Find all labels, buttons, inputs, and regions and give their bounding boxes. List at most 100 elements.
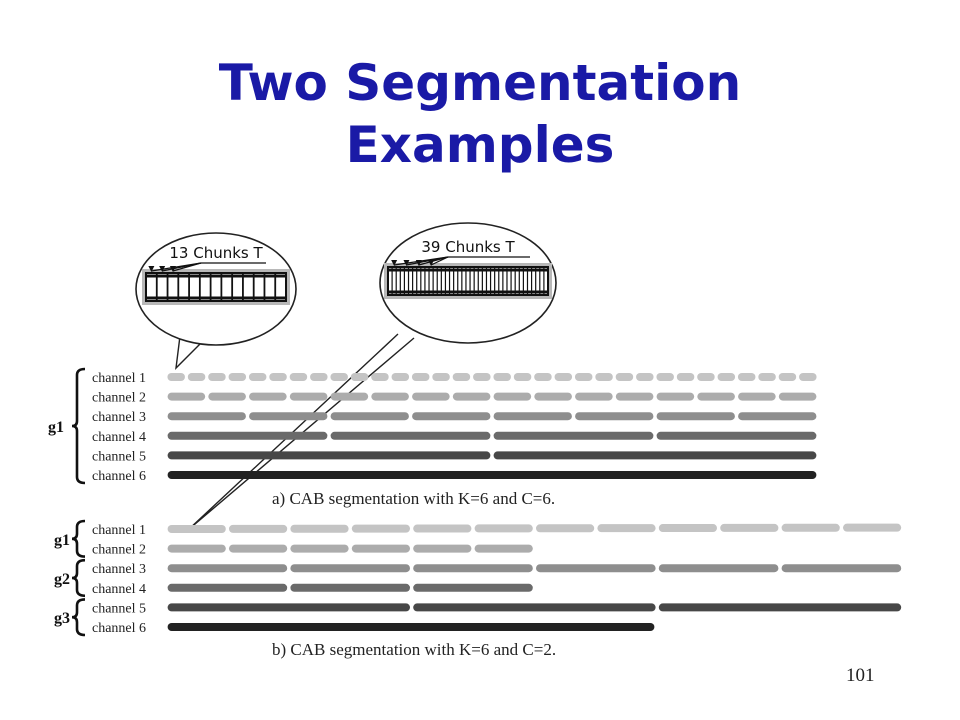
channel-segment	[738, 392, 776, 401]
channel-segment	[413, 524, 472, 533]
chunk-arrowhead	[148, 266, 155, 272]
channel-segment	[474, 544, 533, 553]
group-brace	[71, 367, 86, 485]
channel-label: channel 3	[92, 562, 146, 577]
channel-label: channel 2	[92, 543, 146, 558]
channel-segment	[676, 373, 695, 381]
panel-caption: b) CAB segmentation with K=6 and C=2.	[272, 640, 556, 659]
channel-segment	[597, 524, 656, 533]
channel-3-segments	[167, 412, 817, 421]
channel-segment	[167, 373, 185, 381]
group-brace	[71, 598, 86, 637]
chunk-arrowhead	[169, 266, 176, 272]
channel-segment	[412, 412, 491, 421]
channel-segment	[412, 392, 450, 401]
panels: channel 1 channel 2 channel 3 channel 4 chan…	[48, 367, 902, 659]
channel-segment	[595, 373, 613, 381]
channel-segment	[843, 523, 902, 532]
channel-segment	[167, 412, 246, 421]
channel-segment	[656, 431, 817, 440]
channel-segment	[413, 583, 533, 592]
panel-caption: a) CAB segmentation with K=6 and C=6.	[272, 489, 555, 508]
channel-segment	[513, 373, 532, 381]
channel-label: channel 1	[92, 371, 146, 386]
channel-segment	[167, 451, 491, 460]
channel-segment	[658, 603, 902, 612]
channel-segment	[167, 471, 817, 479]
group-label: g3	[54, 610, 70, 627]
channel-segment	[493, 373, 511, 381]
group-label: g2	[54, 571, 70, 588]
channel-5-segments	[167, 603, 902, 612]
channel-segment	[778, 373, 797, 381]
channel-segment	[534, 373, 552, 381]
chunk-arrowhead	[159, 266, 166, 272]
channel-segment	[187, 373, 206, 381]
channel-segment	[656, 412, 735, 421]
channel-segment	[167, 564, 288, 573]
channel-segment	[658, 564, 779, 573]
channel-6-segments	[167, 471, 817, 479]
channel-label: channel 4	[92, 430, 146, 445]
channel-2-segments	[167, 544, 533, 553]
channel-segment	[658, 524, 717, 533]
channel-segment	[289, 392, 328, 401]
channel-segment	[330, 392, 369, 401]
chunk-arrowhead	[415, 260, 422, 266]
channel-6-segments	[167, 623, 655, 631]
channel-segment	[290, 583, 410, 592]
channel-label: channel 6	[92, 469, 146, 484]
channel-segment	[290, 544, 349, 553]
channel-label: channel 5	[92, 449, 146, 464]
channel-segment	[350, 373, 369, 381]
channel-segment	[615, 392, 654, 401]
channel-segment	[493, 451, 817, 460]
channel-segment	[534, 392, 572, 401]
chunk-arrow	[172, 262, 202, 272]
channel-4-segments	[167, 431, 817, 440]
channel-segment	[413, 603, 656, 612]
channel-segment	[493, 431, 654, 440]
channel-segment	[778, 392, 817, 401]
channel-segment	[371, 373, 389, 381]
channel-segment	[208, 373, 226, 381]
channel-2-segments	[167, 392, 817, 401]
channel-segment	[781, 523, 840, 532]
channel-segment	[656, 392, 695, 401]
channel-segment	[289, 373, 308, 381]
callout-label: 39 Chunks T	[421, 238, 515, 256]
channel-segment	[493, 412, 572, 421]
page-number: 101	[846, 665, 875, 686]
chunk-strip	[145, 272, 287, 302]
channel-segment	[636, 373, 654, 381]
channel-segment	[432, 373, 450, 381]
channel-segment	[208, 392, 246, 401]
channel-label: channel 6	[92, 621, 146, 636]
channel-segment	[167, 603, 410, 612]
chunk-arrowhead	[403, 260, 410, 266]
chunk-arrow	[430, 256, 449, 266]
channel-segment	[167, 583, 288, 592]
channel-segment	[575, 392, 613, 401]
channel-label: channel 5	[92, 601, 146, 616]
channel-segment	[229, 544, 288, 553]
channel-segment	[290, 564, 410, 573]
channel-segment	[411, 373, 430, 381]
channel-segment	[351, 544, 410, 553]
channel-5-segments	[167, 451, 817, 460]
channel-segment	[413, 544, 472, 553]
channel-segment	[615, 373, 634, 381]
callout-label: 13 Chunks T	[169, 244, 263, 262]
channel-segment	[351, 524, 410, 533]
channel-4-segments	[167, 583, 533, 592]
group-label: g1	[48, 419, 64, 436]
channel-segment	[717, 373, 736, 381]
channel-segment	[269, 373, 287, 381]
channel-1-segments	[167, 373, 817, 381]
channel-segment	[391, 373, 410, 381]
channel-segment	[738, 412, 817, 421]
